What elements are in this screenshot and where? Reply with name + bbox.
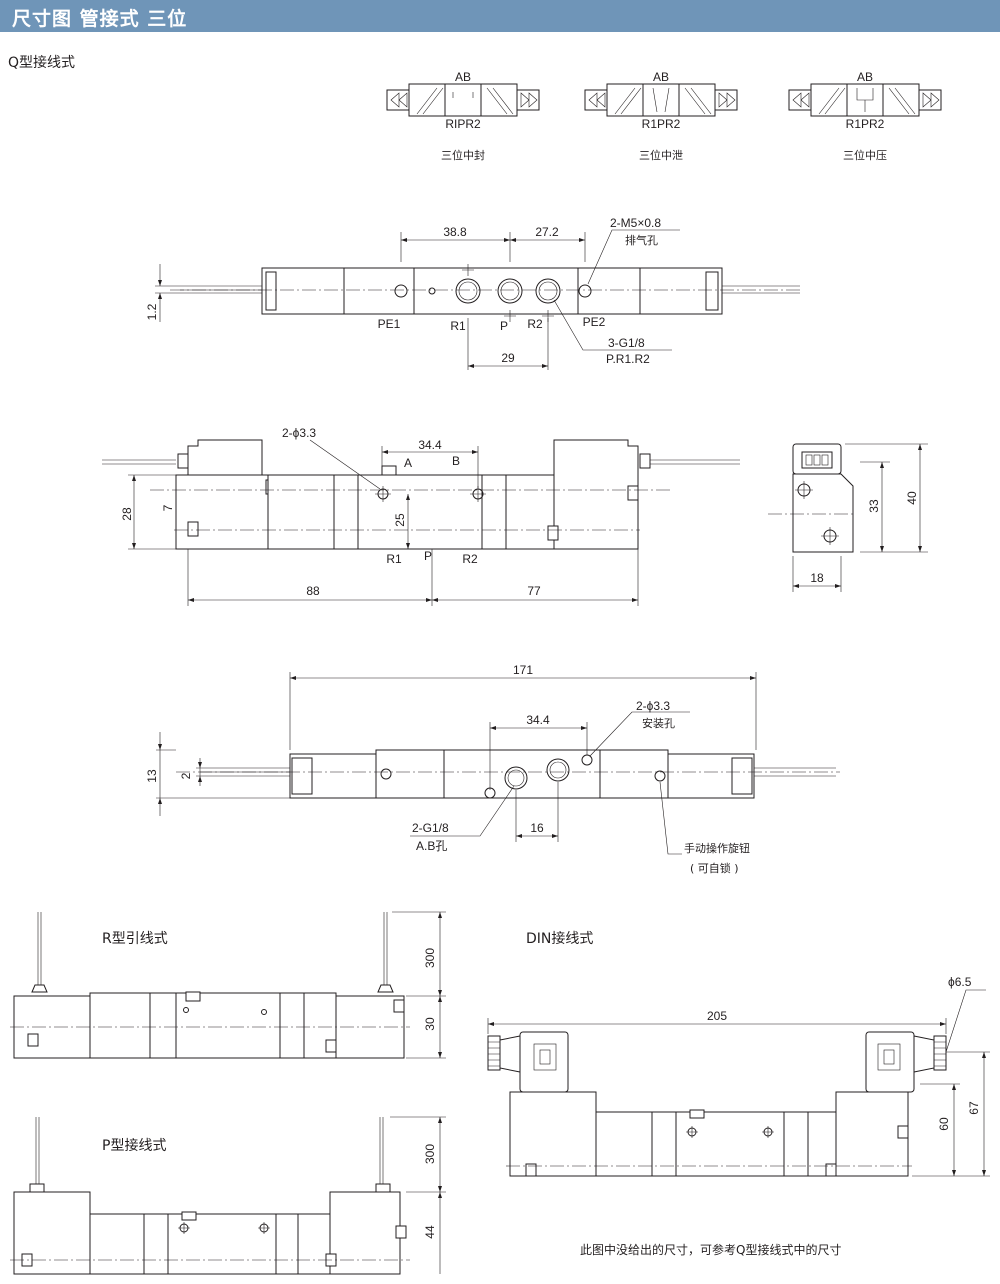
dim-7: 7 bbox=[161, 504, 175, 511]
side-view: 33 40 18 bbox=[768, 443, 928, 592]
section-title-r: R型引线式 bbox=[102, 931, 168, 947]
port-pe1: PE1 bbox=[378, 317, 401, 331]
symbol-3-bottom: R1PR2 bbox=[846, 117, 885, 131]
hole-spec-bottom: 2-ϕ3.3 bbox=[636, 699, 670, 713]
dim-77: 77 bbox=[527, 584, 541, 598]
front-view: 2-ϕ3.3 34.4 A B 28 7 25 R1 P R2 88 77 bbox=[102, 426, 740, 606]
port-pe2: PE2 bbox=[583, 315, 606, 329]
front-port-p: P bbox=[424, 549, 432, 563]
p-dim-44: 44 bbox=[423, 1225, 437, 1239]
dim-38-8: 38.8 bbox=[443, 225, 467, 239]
dim-29: 29 bbox=[501, 351, 515, 365]
port-r1: R1 bbox=[450, 319, 466, 333]
symbol-center-closed: AB RIPR2 三位中封 bbox=[386, 70, 540, 162]
dim-34-4-bottom: 34.4 bbox=[526, 713, 550, 727]
dim-28: 28 bbox=[120, 507, 134, 521]
dim-25: 25 bbox=[393, 513, 407, 527]
hole-spec-front: 2-ϕ3.3 bbox=[282, 426, 316, 440]
symbol-2-caption: 三位中泄 bbox=[639, 148, 683, 162]
din-dim-205: 205 bbox=[707, 1009, 727, 1023]
p-dim-300: 300 bbox=[423, 1144, 437, 1164]
footnote: 此图中没给出的尺寸，可参考Q型接线式中的尺寸 bbox=[580, 1242, 841, 1257]
r-dim-300: 300 bbox=[423, 948, 437, 968]
port-b: B bbox=[452, 454, 460, 468]
manual-note: ( 可自锁 ) bbox=[690, 861, 739, 875]
thread-ports: P.R1.R2 bbox=[606, 352, 650, 366]
dim-16: 16 bbox=[530, 821, 544, 835]
din-dim-phi: ϕ6.5 bbox=[948, 975, 972, 989]
thread-spec: 3-G1/8 bbox=[608, 336, 645, 350]
dim-13: 13 bbox=[145, 769, 159, 783]
din-type-view: 205 ϕ6.5 60 67 此图中没给出的尺寸，可参考Q型接线式中的尺寸 bbox=[487, 975, 990, 1257]
thread-ports-bottom: A.B孔 bbox=[416, 839, 447, 853]
r-dim-30: 30 bbox=[423, 1017, 437, 1031]
dim-88: 88 bbox=[306, 584, 320, 598]
thread-spec-bottom: 2-G1/8 bbox=[412, 821, 449, 835]
dim-40: 40 bbox=[905, 491, 919, 505]
front-port-r2: R2 bbox=[462, 552, 478, 566]
symbol-1-bottom: RIPR2 bbox=[445, 117, 481, 131]
symbol-center-pressure: AB R1PR2 三位中压 bbox=[788, 70, 942, 162]
dim-1-2: 1.2 bbox=[145, 303, 159, 320]
front-port-r1: R1 bbox=[386, 552, 402, 566]
dim-18: 18 bbox=[810, 571, 824, 585]
dim-34-4-front: 34.4 bbox=[418, 438, 442, 452]
dim-2: 2 bbox=[179, 772, 193, 779]
din-dim-67: 67 bbox=[967, 1101, 981, 1115]
dim-27-2: 27.2 bbox=[535, 225, 559, 239]
section-title-p: P型接线式 bbox=[102, 1138, 167, 1154]
symbol-center-exhaust: AB R1PR2 三位中泄 bbox=[584, 70, 738, 162]
symbol-3-top: AB bbox=[857, 70, 873, 84]
section-title-q: Q型接线式 bbox=[8, 55, 76, 71]
symbol-2-bottom: R1PR2 bbox=[642, 117, 681, 131]
dim-171: 171 bbox=[513, 663, 533, 677]
din-dim-60: 60 bbox=[937, 1117, 951, 1131]
symbol-2-top: AB bbox=[653, 70, 669, 84]
port-r2: R2 bbox=[527, 317, 543, 331]
section-title-din: DIN接线式 bbox=[526, 931, 594, 947]
bottom-view: 171 2-ϕ3.3 安装孔 34.4 13 2 2-G1/8 A.B孔 16 … bbox=[145, 663, 840, 875]
hole-name: 安装孔 bbox=[642, 716, 675, 730]
dim-33: 33 bbox=[867, 499, 881, 513]
page-title: 尺寸图 管接式 三位 bbox=[12, 8, 188, 30]
symbol-1-caption: 三位中封 bbox=[441, 148, 485, 162]
port-a: A bbox=[404, 456, 412, 470]
top-view: 38.8 27.2 2-M5×0.8 排气孔 1.2 PE1 R1 P R2 P… bbox=[145, 216, 800, 370]
exhaust-name: 排气孔 bbox=[625, 233, 658, 247]
manual-name: 手动操作旋钮 bbox=[684, 841, 750, 855]
symbol-3-caption: 三位中压 bbox=[843, 148, 887, 162]
exhaust-spec: 2-M5×0.8 bbox=[610, 216, 661, 230]
r-type-view: 300 30 bbox=[10, 911, 446, 1059]
p-type-view: 300 44 bbox=[10, 1116, 446, 1275]
symbol-1-top: AB bbox=[455, 70, 471, 84]
header-bar: 尺寸图 管接式 三位 bbox=[0, 0, 1000, 32]
port-p: P bbox=[500, 319, 508, 333]
